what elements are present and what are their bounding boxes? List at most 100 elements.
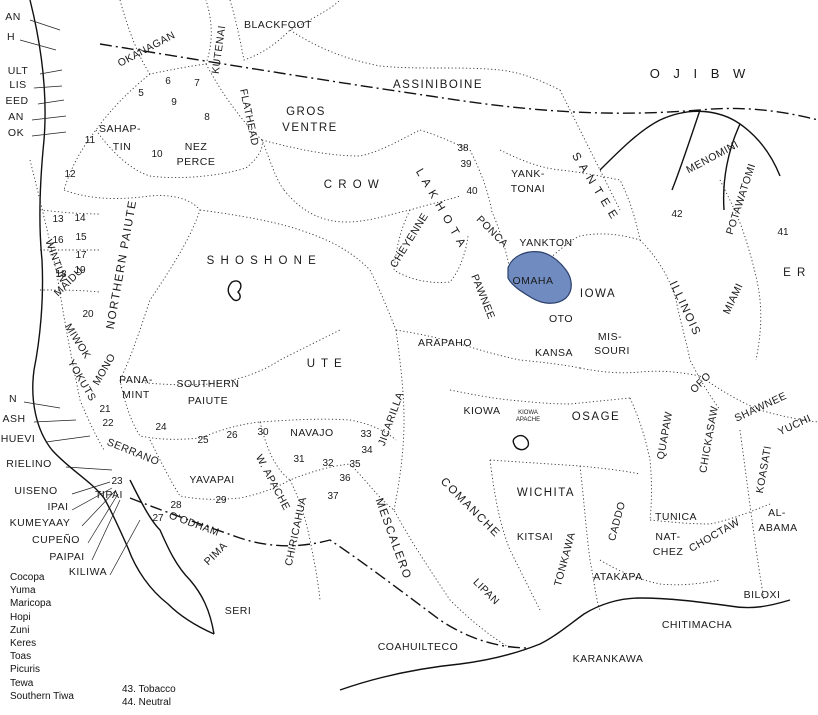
tribe-number-39: 39 bbox=[460, 159, 472, 170]
legend-item: Tewa bbox=[10, 677, 34, 689]
tribe-label-kansa: KANSA bbox=[535, 347, 573, 359]
tribe-number-27: 27 bbox=[152, 513, 164, 524]
tribe-number-40: 40 bbox=[466, 186, 478, 197]
tribe-number-13: 13 bbox=[52, 214, 64, 225]
tribe-label-illinois: ILLINOIS bbox=[667, 279, 703, 338]
legend-item: Zuni bbox=[10, 624, 30, 636]
tribe-label-shawnee: SHAWNEE bbox=[733, 390, 789, 425]
tribe-number-17: 17 bbox=[75, 250, 87, 261]
tribe-label-flathead: FLATHEAD bbox=[237, 88, 261, 147]
tribe-number-25: 25 bbox=[197, 435, 209, 446]
tribe-label-tin: TIN bbox=[113, 141, 131, 153]
tribe-label-ash: ASH bbox=[2, 413, 25, 425]
tribe-label-southern: SOUTHERN bbox=[177, 378, 240, 390]
tribe-number-21: 21 bbox=[99, 404, 111, 415]
tribe-label-h: H bbox=[7, 31, 15, 43]
tribe-number-38: 38 bbox=[457, 143, 469, 154]
tribe-label-ventre: VENTRE bbox=[282, 122, 338, 134]
tribe-label-coahuilteco: COAHUILTECO bbox=[378, 641, 459, 653]
tribe-label-miami: MIAMI bbox=[721, 281, 746, 316]
tribe-number-35: 35 bbox=[349, 459, 361, 470]
legend-item: Keres bbox=[10, 638, 37, 649]
tribe-label-osage: OSAGE bbox=[572, 411, 620, 423]
tribe-label-lipan: LIPAN bbox=[471, 576, 502, 607]
tribe-label-karankawa: KARANKAWA bbox=[573, 653, 644, 665]
tribe-label-souri: SOURI bbox=[594, 345, 630, 357]
tribe-number-30: 30 bbox=[257, 427, 269, 438]
tribe-label-potawatomi: POTAWATOMI bbox=[724, 162, 758, 236]
tribe-label-ponca: PONCA bbox=[474, 214, 511, 251]
tribe-number-8: 8 bbox=[204, 112, 210, 123]
tribe-label-chitimacha: CHITIMACHA bbox=[662, 619, 732, 631]
tribe-label-kiliwa: KILIWA bbox=[69, 566, 107, 578]
tribe-number-11: 11 bbox=[85, 135, 96, 146]
tribe-label-abama: ABAMA bbox=[758, 522, 797, 534]
tribe-label-jicarilla: JICARILLA bbox=[376, 390, 407, 447]
tribe-number-9: 9 bbox=[171, 97, 177, 108]
tribe-label-an: AN bbox=[8, 111, 24, 123]
tribe-label-huevi: HUEVI bbox=[1, 433, 36, 445]
tribe-label-cupe-o: CUPEÑO bbox=[32, 533, 80, 546]
tribe-label-biloxi: BILOXI bbox=[744, 589, 781, 601]
tribe-label-kiowa: KIOWA bbox=[463, 405, 500, 417]
tribe-label-miwok: MIWOK bbox=[62, 322, 93, 362]
tribe-label-apache: APACHE bbox=[516, 417, 540, 423]
tribe-label-seri: SERI bbox=[225, 605, 252, 617]
tribe-label-kitsai: KITSAI bbox=[517, 531, 553, 543]
tribe-number-33: 33 bbox=[360, 429, 372, 440]
tribe-label-atakapa: ATAKAPA bbox=[593, 571, 643, 583]
tribe-number-6: 6 bbox=[165, 76, 171, 87]
tribe-label-paiute: PAIUTE bbox=[188, 395, 228, 407]
tribe-label-mis: MIS- bbox=[598, 331, 622, 343]
tribe-label-kutenai: KUTENAI bbox=[210, 24, 229, 74]
tribe-label-sahap: SAHAP- bbox=[99, 123, 141, 135]
tribe-label-navajo: NAVAJO bbox=[290, 427, 333, 439]
territory-boundaries bbox=[29, 0, 818, 649]
tribe-label-nez: NEZ bbox=[185, 141, 208, 153]
tribe-label-oto: OTO bbox=[549, 313, 573, 325]
legend-item: Toas bbox=[10, 651, 32, 663]
tribe-number-37: 37 bbox=[327, 491, 339, 502]
legend-numbered-item: 43. Tobacco bbox=[122, 684, 176, 695]
tribe-label-menomini: MENOMINI bbox=[684, 139, 741, 177]
legend-item: Picuris bbox=[10, 664, 41, 676]
tribe-label-yank: YANK- bbox=[511, 168, 545, 180]
tribe-label-serrano: SERRANO bbox=[105, 436, 161, 468]
tribe-label-comanche: COMANCHE bbox=[438, 476, 502, 540]
tribe-label-pima: PIMA bbox=[202, 540, 230, 568]
tribe-label-e-r: E R bbox=[783, 267, 807, 279]
tribe-label-lis: LIS bbox=[9, 79, 26, 91]
tribe-number-32: 32 bbox=[322, 458, 334, 469]
tribe-label-uiseno: UISENO bbox=[14, 485, 57, 497]
legend-item: Maricopa bbox=[10, 598, 52, 610]
tribe-label-yuchi: YUCHI bbox=[776, 412, 813, 438]
tribe-label-n: N bbox=[9, 393, 17, 405]
tribe-label-kumeyaay: KUMEYAAY bbox=[10, 517, 71, 529]
tribe-number-19: 19 bbox=[74, 265, 86, 276]
tribe-label-northern-paiute: NORTHERN PAIUTE bbox=[105, 199, 140, 330]
tribe-label-koasati: KOASATI bbox=[754, 445, 774, 495]
tribe-label-mono: MONO bbox=[91, 351, 119, 387]
tribe-number-10: 10 bbox=[151, 149, 163, 160]
tribe-label-okanagan: OKANAGAN bbox=[116, 29, 178, 69]
tribe-label-gros: GROS bbox=[286, 106, 326, 118]
tribe-label-tonai: TONAI bbox=[511, 183, 545, 195]
tribe-label-s-a-n-t-e-e: S A N T E E bbox=[569, 151, 620, 222]
tribe-label-cheyenne: CHEYENNE bbox=[388, 211, 431, 270]
tribe-label-rielino: RIELINO bbox=[6, 458, 52, 470]
tribe-label-arapaho: ARAPAHO bbox=[418, 337, 472, 349]
tribe-number-28: 28 bbox=[170, 500, 182, 511]
tribe-number-7: 7 bbox=[194, 78, 200, 89]
tribe-label-chickasaw: CHICKASAW bbox=[697, 405, 721, 474]
tribe-number-29: 29 bbox=[215, 495, 227, 506]
tribe-label-pawnee: PAWNEE bbox=[468, 273, 497, 321]
tribe-label-eed: EED bbox=[5, 95, 28, 107]
tribe-number-22: 22 bbox=[102, 418, 114, 429]
international-borders bbox=[99, 43, 818, 649]
tribe-number-20: 20 bbox=[82, 309, 94, 320]
tribe-label-al: AL- bbox=[768, 507, 786, 519]
tribe-number-31: 31 bbox=[293, 454, 305, 465]
